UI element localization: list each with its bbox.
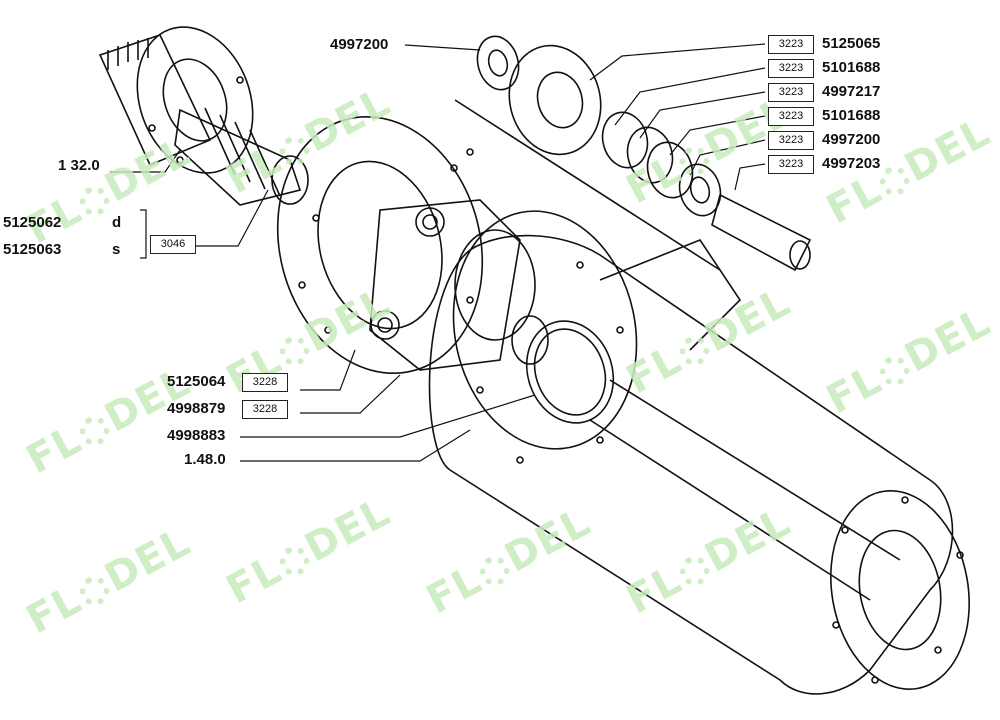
- differential-case: [276, 115, 549, 375]
- code-box-4998879: 3228: [242, 400, 288, 419]
- part-label-5101688-b: 5101688: [822, 107, 881, 124]
- part-label-4998883: 4998883: [167, 427, 226, 444]
- leader-lines: [110, 43, 766, 462]
- code-box-5125065: 3223: [768, 35, 814, 54]
- code-box-5125064: 3228: [242, 373, 288, 392]
- pinion-gear: [174, 107, 309, 206]
- part-label-5125065: 5125065: [822, 35, 881, 52]
- code-box-5125063: 3046: [150, 235, 196, 254]
- part-label-5125062: 5125062: [3, 214, 62, 231]
- code-box-5101688-b: 3223: [768, 107, 814, 126]
- code-box-4997200-b: 3223: [768, 131, 814, 150]
- left-bearing-housing: [98, 26, 254, 174]
- part-label-1480: 1.48.0: [184, 451, 226, 468]
- part-label-5125064: 5125064: [167, 373, 226, 390]
- part-label-4998879: 4998879: [167, 400, 226, 417]
- code-box-4997217: 3223: [768, 83, 814, 102]
- code-box-5101688-a: 3223: [768, 59, 814, 78]
- gear-train: [476, 35, 812, 272]
- code-box-4997203: 3223: [768, 155, 814, 174]
- part-label-5125062-suffix: d: [112, 214, 122, 231]
- part-label-4997217: 4997217: [822, 83, 881, 100]
- part-label-1320: 1 32.0: [58, 157, 100, 174]
- snap-ring: [525, 320, 615, 424]
- axle-housing: [428, 99, 970, 695]
- part-label-5101688-a: 5101688: [822, 59, 881, 76]
- part-label-4997200-top: 4997200: [330, 36, 389, 53]
- part-label-5125063: 5125063: [3, 241, 62, 258]
- part-label-4997203: 4997203: [822, 155, 881, 172]
- part-label-4997200-b: 4997200: [822, 131, 881, 148]
- part-label-5125063-suffix: s: [112, 241, 121, 258]
